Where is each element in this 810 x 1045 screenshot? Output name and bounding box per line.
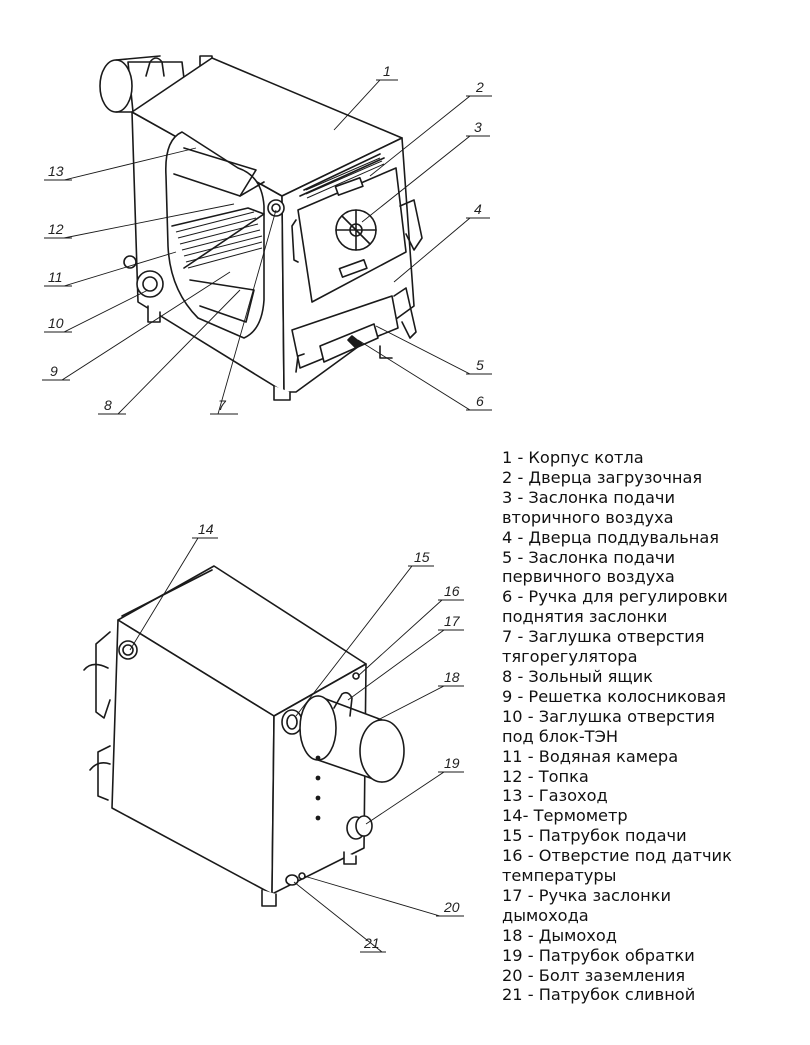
callout-9: 9 <box>50 363 58 379</box>
callout-numbers: 1 2 3 4 5 6 7 8 9 10 11 12 13 14 15 16 1… <box>48 63 484 951</box>
legend-item-17-continued: дымохода <box>502 905 589 925</box>
legend-item-5-continued: первичного воздуха <box>502 567 675 587</box>
callout-4: 4 <box>474 201 482 217</box>
bottom-view-leaders <box>129 537 464 953</box>
callout-5: 5 <box>476 357 484 373</box>
legend-item-6: 6 - Ручка для регулировки <box>502 587 728 607</box>
legend-item-10: 10 - Заглушка отверстия <box>502 706 715 726</box>
legend-item-2: 2 - Дверца загрузочная <box>502 467 703 487</box>
legend-item-5: 5 - Заслонка подачи <box>502 547 675 567</box>
boiler-rear-view <box>83 565 405 907</box>
callout-16: 16 <box>444 583 460 599</box>
callout-10: 10 <box>48 315 64 331</box>
callout-11: 11 <box>48 269 63 285</box>
legend-item-18: 18 - Дымоход <box>502 925 617 945</box>
callout-18: 18 <box>444 669 460 685</box>
legend-item-20: 20 - Болт заземления <box>502 965 686 985</box>
callout-3: 3 <box>474 119 482 135</box>
legend-item-10-continued: под блок-ТЭН <box>502 726 619 746</box>
callout-2: 2 <box>475 79 484 95</box>
legend-item-13: 13 - Газоход <box>502 786 608 806</box>
top-view-leaders <box>42 79 492 415</box>
legend-item-15: 15 - Патрубок подачи <box>502 826 687 846</box>
legend-item-3-continued: вторичного воздуха <box>502 507 674 527</box>
legend-item-14: 14- Термометр <box>502 806 628 826</box>
callout-17: 17 <box>444 613 461 629</box>
callout-21: 21 <box>363 935 380 951</box>
callout-1: 1 <box>383 63 391 79</box>
callout-19: 19 <box>444 755 460 771</box>
legend-item-17: 17 - Ручка заслонки <box>502 885 672 905</box>
legend-item-16-continued: температуры <box>502 866 617 886</box>
callout-13: 13 <box>48 163 64 179</box>
legend-item-3: 3 - Заслонка подачи <box>502 487 675 507</box>
legend-item-8: 8 - Зольный ящик <box>502 666 653 686</box>
callout-6: 6 <box>476 393 484 409</box>
legend-item-7: 7 - Заглушка отверстия <box>502 627 705 647</box>
callout-14: 14 <box>198 521 214 537</box>
callout-12: 12 <box>48 221 64 237</box>
callout-8: 8 <box>104 397 112 413</box>
legend-item-19: 19 - Патрубок обратки <box>502 945 695 965</box>
legend-item-1: 1 - Корпус котла <box>502 448 644 467</box>
boiler-front-view <box>99 55 423 401</box>
callout-20: 20 <box>443 899 460 915</box>
legend-item-11: 11 - Водяная камера <box>502 746 679 766</box>
legend-item-4: 4 - Дверца поддувальная <box>502 527 719 547</box>
legend-item-6-continued: поднятия заслонки <box>502 607 668 627</box>
legend-item-21: 21 - Патрубок сливной <box>502 985 696 1005</box>
legend-item-7-continued: тягорегулятора <box>502 647 638 667</box>
legend-item-12: 12 - Топка <box>502 766 589 786</box>
legend-item-9: 9 - Решетка колосниковая <box>502 686 727 706</box>
legend-item-16: 16 - Отверстие под датчик <box>502 846 732 866</box>
callout-7: 7 <box>218 397 227 413</box>
callout-15: 15 <box>414 549 430 565</box>
